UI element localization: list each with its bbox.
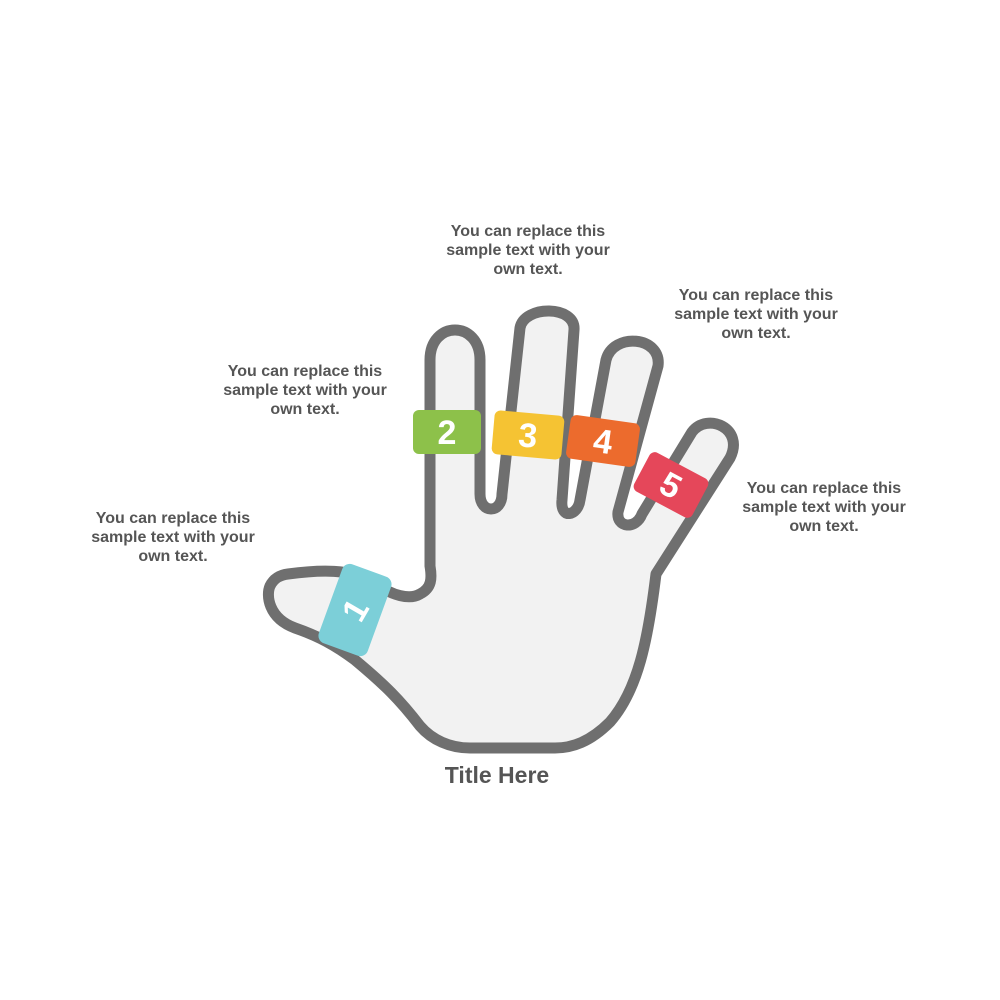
ring-number-2: 2 (438, 414, 457, 452)
ring-2: 2 (413, 410, 481, 454)
ring-number-3: 3 (517, 416, 539, 456)
caption-thumb: You can replace this sample text with yo… (91, 510, 255, 565)
ring-3: 3 (491, 410, 565, 460)
hand-outline-icon (262, 305, 739, 754)
caption-ring-finger: You can replace this sample text with yo… (674, 287, 838, 342)
ring-5: 5 (633, 452, 709, 518)
caption-middle-finger: You can replace this sample text with yo… (446, 223, 610, 278)
ring-1: 1 (318, 563, 392, 657)
caption-index-finger: You can replace this sample text with yo… (223, 363, 387, 418)
ring-4: 4 (566, 415, 640, 467)
caption-little-finger: You can replace this sample text with yo… (742, 480, 906, 535)
diagram-title: Title Here (444, 762, 550, 788)
